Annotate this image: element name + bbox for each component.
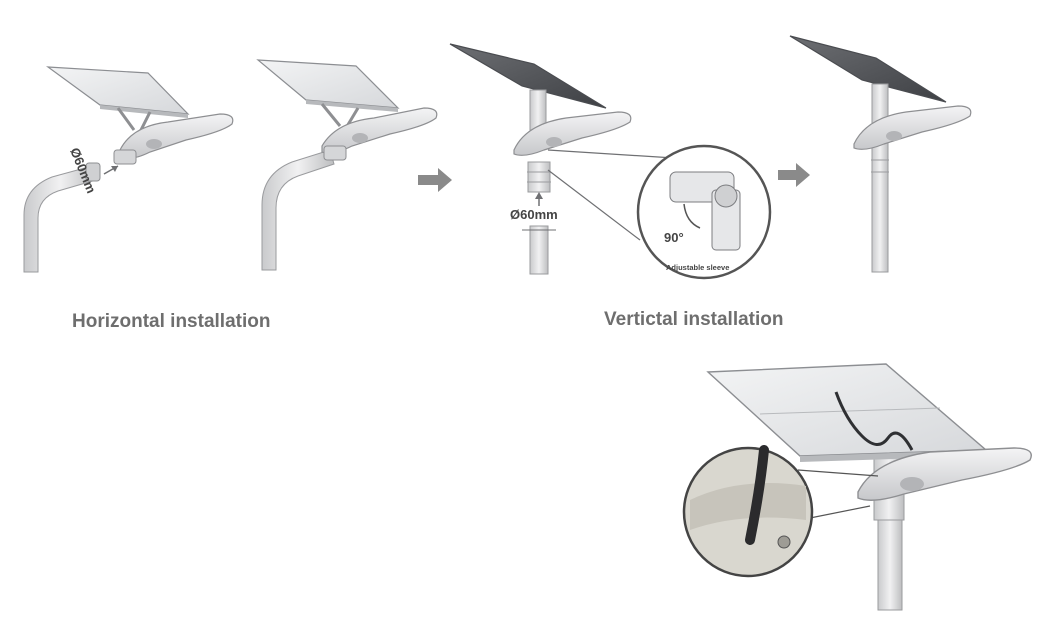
solar-panel [789, 35, 947, 103]
angle-arc [683, 203, 701, 229]
diameter-label: Ø60mm [510, 207, 558, 222]
sleeve-label: Adjustable sleeve [666, 263, 729, 272]
sleeve-detail-circle [636, 144, 772, 280]
cable-connection-closeup [682, 363, 1032, 611]
straight-pole [529, 225, 549, 275]
arrow-right-icon [418, 168, 452, 192]
cable [834, 391, 914, 451]
lamp-mount [113, 149, 137, 165]
lamp-horizontal-assembled [256, 59, 438, 271]
solar-panel [706, 363, 988, 457]
curved-pole [261, 149, 335, 271]
solar-panel [449, 43, 607, 109]
lamp-vertical-exploded: Ø60mm [449, 43, 632, 275]
connector-cable [745, 445, 769, 545]
pole-end-sleeve [85, 162, 101, 182]
caption-vertical-installation: Vertictal installation [604, 309, 784, 330]
straight-pole [871, 129, 889, 273]
lamp-vertical-assembled [789, 35, 972, 273]
arrow-right-icon [778, 163, 810, 187]
angle-label: 90° [664, 230, 684, 245]
lamp-mount [323, 145, 347, 161]
sleeve-callout: 90° Adjustable sleeve [547, 144, 772, 280]
solar-panel [256, 59, 400, 109]
lamp-horizontal-exploded: Ø60mm [23, 66, 234, 273]
lamp-head [853, 105, 972, 150]
caption-horizontal-installation: Horizontal installation [72, 311, 271, 332]
lamp-head [119, 113, 234, 159]
sleeve-spacer [527, 161, 551, 193]
lamp-head [513, 111, 632, 156]
lamp-head [857, 447, 1032, 501]
